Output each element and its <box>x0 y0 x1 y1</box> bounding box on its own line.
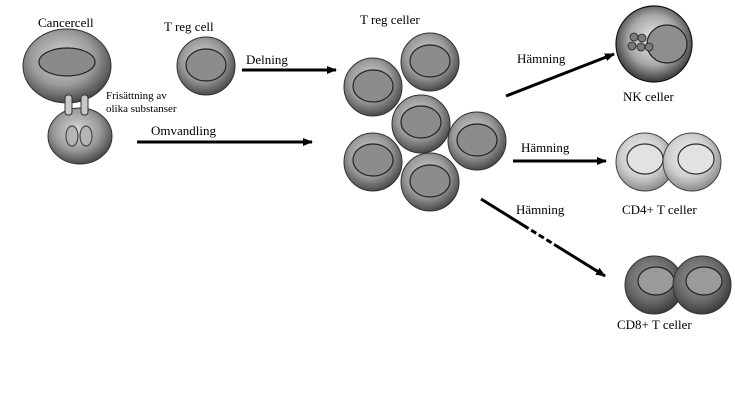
nk-cell <box>615 5 693 83</box>
label-division: Delning <box>246 52 288 67</box>
label-conversion: Omvandling <box>151 123 216 138</box>
treg-cluster-cell-6 <box>400 152 460 212</box>
treg-cluster-cell-4 <box>447 111 507 171</box>
treg-cluster-cell-1 <box>343 57 403 117</box>
cancer-cell <box>22 28 112 104</box>
treg-single-cell <box>176 36 236 96</box>
arrow-inhibition-cd8 <box>480 197 606 278</box>
contact-cell <box>47 94 113 165</box>
treg-cluster-cell-3 <box>391 94 451 154</box>
label-inhibition-cd4: Hämning <box>521 140 570 155</box>
label-release-line2: olika substanser <box>106 103 177 115</box>
label-release-line1: Frisättning av <box>106 90 167 102</box>
label-cancer-cell: Cancercell <box>38 15 94 30</box>
cd4-cells <box>615 132 722 192</box>
treg-cluster <box>343 32 507 212</box>
label-cd8-cells: CD8+ T celler <box>617 317 692 332</box>
cd8-cells <box>624 255 732 315</box>
treg-cluster-cell-5 <box>343 132 403 192</box>
label-treg-cell: T reg cell <box>164 19 214 34</box>
treg-cluster-cell-2 <box>400 32 460 92</box>
arrow-inhibition-nk <box>505 52 615 98</box>
label-inhibition-nk: Hämning <box>517 51 566 66</box>
label-inhibition-cd8: Hämning <box>516 202 565 217</box>
label-treg-cells: T reg celler <box>360 12 420 27</box>
label-cd4-cells: CD4+ T celler <box>622 202 697 217</box>
label-nk-cells: NK celler <box>623 89 675 104</box>
